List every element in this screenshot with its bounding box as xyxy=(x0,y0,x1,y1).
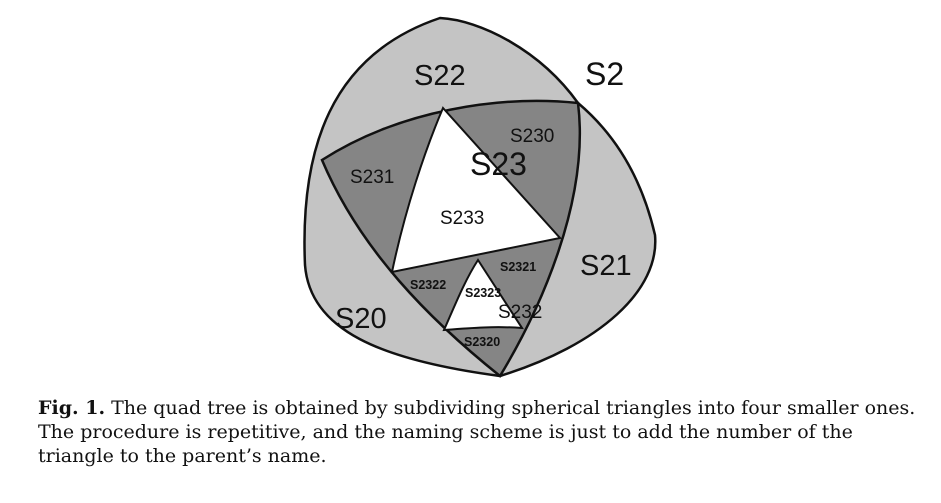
figure-caption: Fig. 1. The quad tree is obtained by sub… xyxy=(38,396,918,468)
label-s2: S2 xyxy=(585,56,624,92)
label-s2320: S2320 xyxy=(464,335,500,349)
label-s2322: S2322 xyxy=(410,278,446,292)
caption-text: The quad tree is obtained by subdividing… xyxy=(38,397,916,467)
triangle-s2323 xyxy=(442,258,524,332)
label-s22: S22 xyxy=(414,60,466,92)
triangle-s233 xyxy=(390,106,562,274)
label-s20: S20 xyxy=(335,303,387,335)
label-s232: S232 xyxy=(498,302,542,323)
label-s21: S21 xyxy=(580,250,632,282)
label-s2321: S2321 xyxy=(500,260,536,274)
caption-label: Fig. 1. xyxy=(38,397,106,419)
label-s231: S231 xyxy=(350,167,394,188)
quad-tree-diagram: S2 S22 S230 S23 S231 S233 S21 S2321 S232… xyxy=(303,16,657,378)
label-s233: S233 xyxy=(440,208,484,229)
label-s23: S23 xyxy=(470,146,527,182)
label-s230: S230 xyxy=(510,126,554,147)
label-s2323: S2323 xyxy=(465,286,501,300)
